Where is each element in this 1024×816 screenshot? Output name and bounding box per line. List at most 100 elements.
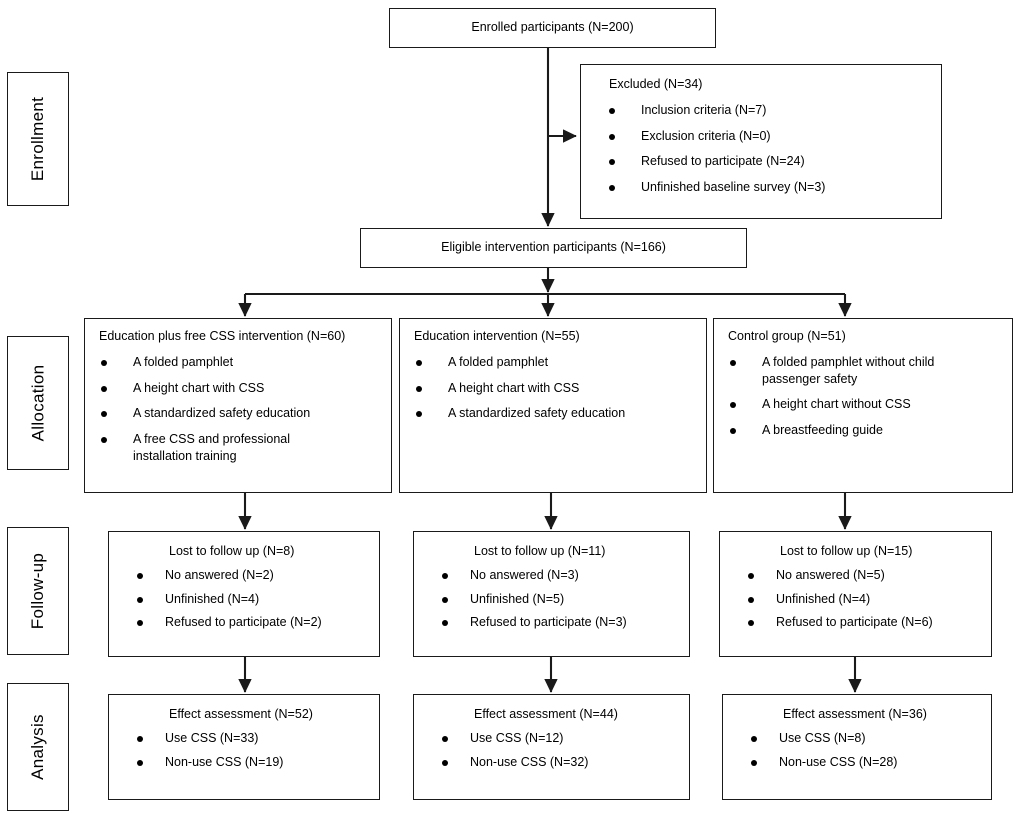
list-item: A standardized safety education xyxy=(406,405,706,422)
bullet-dot-icon xyxy=(748,572,754,579)
node-allocation-group-2: Education intervention (N=55) A folded p… xyxy=(399,318,707,493)
list-item: Unfinished (N=4) xyxy=(127,591,379,608)
node-allocation-group-2-bullets: A folded pamphlet A height chart with CS… xyxy=(400,354,706,423)
list-item-text: Refused to participate (N=24) xyxy=(641,154,805,169)
bullet-dot-icon xyxy=(101,359,107,366)
stage-label-enrollment: Enrollment xyxy=(7,72,69,206)
node-allocation-group-2-title: Education intervention (N=55) xyxy=(414,329,580,343)
bullet-dot-icon xyxy=(748,620,754,627)
node-followup-group-1-bullets: No answered (N=2) Unfinished (N=4) Refus… xyxy=(109,567,379,632)
list-item-text: No answered (N=2) xyxy=(165,567,274,582)
node-allocation-group-3-title: Control group (N=51) xyxy=(728,329,846,343)
node-eligible-participants-title: Eligible intervention participants (N=16… xyxy=(441,240,666,255)
bullet-dot-icon xyxy=(416,359,422,366)
bullet-dot-icon xyxy=(137,572,143,579)
node-allocation-group-3: Control group (N=51) A folded pamphlet w… xyxy=(713,318,1013,493)
list-item-text: A free CSS and professional xyxy=(133,432,291,447)
bullet-dot-icon xyxy=(101,437,107,444)
list-item-text: Unfinished baseline survey (N=3) xyxy=(641,180,826,195)
list-item-text: A folded pamphlet without child xyxy=(762,354,935,369)
node-followup-group-2-bullets: No answered (N=3) Unfinished (N=5) Refus… xyxy=(414,567,689,632)
list-item: A breastfeeding guide xyxy=(720,422,1012,439)
node-analysis-group-1-title: Effect assessment (N=52) xyxy=(169,707,313,721)
list-item-text-wrap: passenger safety xyxy=(762,371,858,386)
node-enrolled-participants: Enrolled participants (N=200) xyxy=(389,8,716,48)
list-item: A folded pamphlet without child passenger… xyxy=(720,354,1012,388)
stage-label-enrollment-text: Enrollment xyxy=(28,96,48,182)
node-followup-group-1-title: Lost to follow up (N=8) xyxy=(169,544,295,558)
list-item: Use CSS (N=8) xyxy=(741,730,991,747)
list-item-text: Refused to participate (N=6) xyxy=(776,615,933,630)
bullet-dot-icon xyxy=(442,620,448,627)
bullet-dot-icon xyxy=(609,133,615,140)
bullet-dot-icon xyxy=(137,620,143,627)
node-allocation-group-3-bullets: A folded pamphlet without child passenger… xyxy=(714,354,1012,440)
list-item: A folded pamphlet xyxy=(406,354,706,371)
node-analysis-group-3-bullets: Use CSS (N=8) Non-use CSS (N=28) xyxy=(723,730,991,771)
node-allocation-group-1-title: Education plus free CSS intervention (N=… xyxy=(99,329,346,343)
list-item: Inclusion criteria (N=7) xyxy=(599,102,941,119)
list-item-text: Unfinished (N=4) xyxy=(165,591,260,606)
list-item-text: Non-use CSS (N=28) xyxy=(779,754,898,769)
list-item-text: A breastfeeding guide xyxy=(762,423,883,438)
list-item: A height chart with CSS xyxy=(91,380,391,397)
list-item-text: Non-use CSS (N=32) xyxy=(470,754,589,769)
list-item: No answered (N=3) xyxy=(432,567,689,584)
list-item-text: Unfinished (N=5) xyxy=(470,591,565,606)
list-item: Unfinished (N=4) xyxy=(738,591,991,608)
list-item: Exclusion criteria (N=0) xyxy=(599,128,941,145)
node-analysis-group-1: Effect assessment (N=52) Use CSS (N=33) … xyxy=(108,694,380,800)
bullet-dot-icon xyxy=(730,428,736,435)
bullet-dot-icon xyxy=(609,159,615,166)
list-item-text: Use CSS (N=33) xyxy=(165,730,259,745)
list-item-text: Exclusion criteria (N=0) xyxy=(641,128,771,143)
list-item: Use CSS (N=33) xyxy=(127,730,379,747)
stage-label-followup: Follow-up xyxy=(7,527,69,655)
bullet-dot-icon xyxy=(442,759,448,766)
list-item: Unfinished (N=5) xyxy=(432,591,689,608)
bullet-dot-icon xyxy=(751,759,757,766)
list-item: Non-use CSS (N=32) xyxy=(432,754,689,771)
node-analysis-group-3-title: Effect assessment (N=36) xyxy=(783,707,927,721)
bullet-dot-icon xyxy=(609,107,615,114)
node-analysis-group-2-bullets: Use CSS (N=12) Non-use CSS (N=32) xyxy=(414,730,689,771)
node-enrolled-participants-title: Enrolled participants (N=200) xyxy=(471,20,634,35)
bullet-dot-icon xyxy=(442,596,448,603)
node-analysis-group-3: Effect assessment (N=36) Use CSS (N=8) N… xyxy=(722,694,992,800)
list-item: A folded pamphlet xyxy=(91,354,391,371)
list-item: No answered (N=2) xyxy=(127,567,379,584)
node-followup-group-3-title: Lost to follow up (N=15) xyxy=(780,544,913,558)
stage-label-analysis-text: Analysis xyxy=(28,714,48,780)
node-followup-group-3-bullets: No answered (N=5) Unfinished (N=4) Refus… xyxy=(720,567,991,632)
node-followup-group-2: Lost to follow up (N=11) No answered (N=… xyxy=(413,531,690,657)
list-item: No answered (N=5) xyxy=(738,567,991,584)
node-allocation-group-1-bullets: A folded pamphlet A height chart with CS… xyxy=(85,354,391,465)
bullet-dot-icon xyxy=(137,759,143,766)
node-analysis-group-1-bullets: Use CSS (N=33) Non-use CSS (N=19) xyxy=(109,730,379,771)
list-item-text: A height chart without CSS xyxy=(762,397,911,412)
bullet-dot-icon xyxy=(748,596,754,603)
list-item-text: Unfinished (N=4) xyxy=(776,591,871,606)
list-item-text: A height chart with CSS xyxy=(133,380,265,395)
list-item: A standardized safety education xyxy=(91,405,391,422)
list-item: A height chart without CSS xyxy=(720,396,1012,413)
list-item: Use CSS (N=12) xyxy=(432,730,689,747)
list-item: Unfinished baseline survey (N=3) xyxy=(599,179,941,196)
list-item-text: A folded pamphlet xyxy=(133,354,234,369)
bullet-dot-icon xyxy=(137,596,143,603)
list-item-text: A height chart with CSS xyxy=(448,380,580,395)
bullet-dot-icon xyxy=(101,385,107,392)
bullet-dot-icon xyxy=(416,385,422,392)
bullet-dot-icon xyxy=(751,735,757,742)
list-item-text: Non-use CSS (N=19) xyxy=(165,754,284,769)
list-item-text: Inclusion criteria (N=7) xyxy=(641,102,767,117)
list-item-text: Use CSS (N=12) xyxy=(470,730,564,745)
node-followup-group-1: Lost to follow up (N=8) No answered (N=2… xyxy=(108,531,380,657)
bullet-dot-icon xyxy=(609,185,615,192)
bullet-dot-icon xyxy=(416,411,422,418)
node-allocation-group-1: Education plus free CSS intervention (N=… xyxy=(84,318,392,493)
bullet-dot-icon xyxy=(730,359,736,366)
list-item: A height chart with CSS xyxy=(406,380,706,397)
